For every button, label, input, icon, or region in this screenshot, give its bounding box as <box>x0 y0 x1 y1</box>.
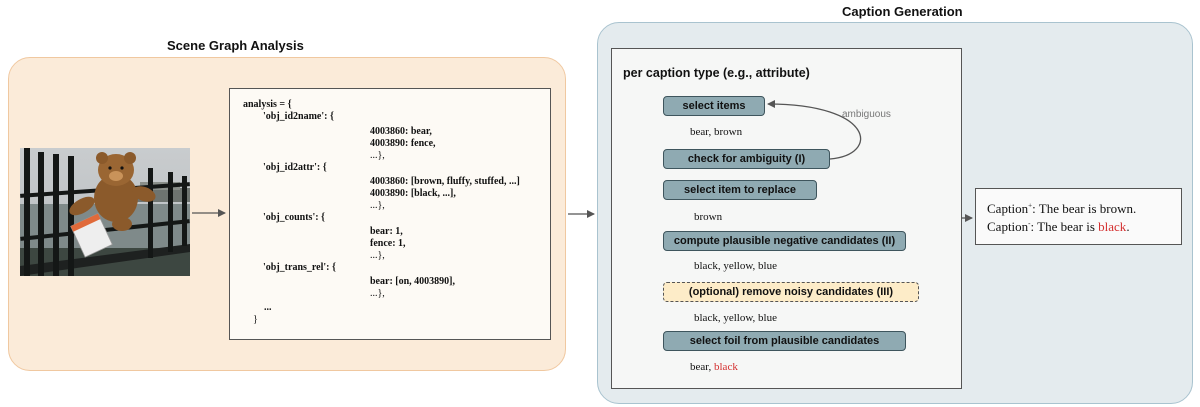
positive-caption: Caption+: The bear is brown. <box>987 201 1136 217</box>
teddy-bear-photo <box>20 148 190 276</box>
negative-caption-foil: black <box>1098 219 1127 234</box>
negative-caption: Caption-: The bear is black. <box>987 219 1130 235</box>
code-line: ...}, <box>370 288 385 299</box>
negative-caption-label: Caption <box>987 219 1029 234</box>
code-line: 'obj_counts': { <box>263 212 326 223</box>
step-compute-candidates: compute plausible negative candidates (I… <box>663 231 906 251</box>
scene-graph-analysis-title: Scene Graph Analysis <box>167 38 304 53</box>
code-line: 4003890: fence, <box>370 138 436 149</box>
negative-caption-period: . <box>1126 219 1130 234</box>
caption-output-box <box>975 188 1182 245</box>
step-output-candidates: black, yellow, blue <box>694 260 777 272</box>
code-line: } <box>253 314 258 325</box>
code-line: ...}, <box>370 150 385 161</box>
caption-generation-title: Caption Generation <box>842 4 963 19</box>
code-line: ... <box>264 302 272 313</box>
negative-caption-text: : The bear is <box>1030 219 1099 234</box>
step-output-item: brown <box>694 211 723 223</box>
positive-sign: + <box>1028 201 1033 210</box>
step-check-ambiguity: check for ambiguity (I) <box>663 149 830 169</box>
code-line: 4003890: [black, ...], <box>370 188 456 199</box>
code-line: bear: 1, <box>370 226 403 237</box>
foil-word: black <box>714 361 738 373</box>
code-line: 'obj_id2name': { <box>263 111 334 122</box>
code-line: 'obj_trans_rel': { <box>263 262 336 273</box>
step-select-foil: select foil from plausible candidates <box>663 331 906 351</box>
step-select-items: select items <box>663 96 765 116</box>
code-line: ...}, <box>370 250 385 261</box>
positive-caption-text: : The bear is brown. <box>1032 201 1137 216</box>
code-line: analysis = { <box>243 99 292 110</box>
step-output-filtered-candidates: black, yellow, blue <box>694 312 777 324</box>
step-output-items: bear, brown <box>690 126 743 138</box>
ambiguous-label: ambiguous <box>842 109 891 120</box>
analysis-code-box <box>229 88 551 340</box>
code-line: ...}, <box>370 200 385 211</box>
step-output-foil: bear, black <box>690 361 738 373</box>
step-select-item-to-replace: select item to replace <box>663 180 817 200</box>
code-line: 4003860: bear, <box>370 126 432 137</box>
negative-sign: - <box>1028 219 1031 228</box>
arrow-ambiguous-loop <box>767 100 862 160</box>
caption-type-heading: per caption type (e.g., attribute) <box>623 66 810 80</box>
code-line: fence: 1, <box>370 238 406 249</box>
code-line: 'obj_id2attr': { <box>263 162 327 173</box>
code-line: bear: [on, 4003890], <box>370 276 455 287</box>
foil-original-item: bear, <box>690 361 714 373</box>
code-line: 4003860: [brown, fluffy, stuffed, ...] <box>370 176 520 187</box>
step-remove-noisy-candidates: (optional) remove noisy candidates (III) <box>663 282 919 302</box>
positive-caption-label: Caption <box>987 201 1029 216</box>
